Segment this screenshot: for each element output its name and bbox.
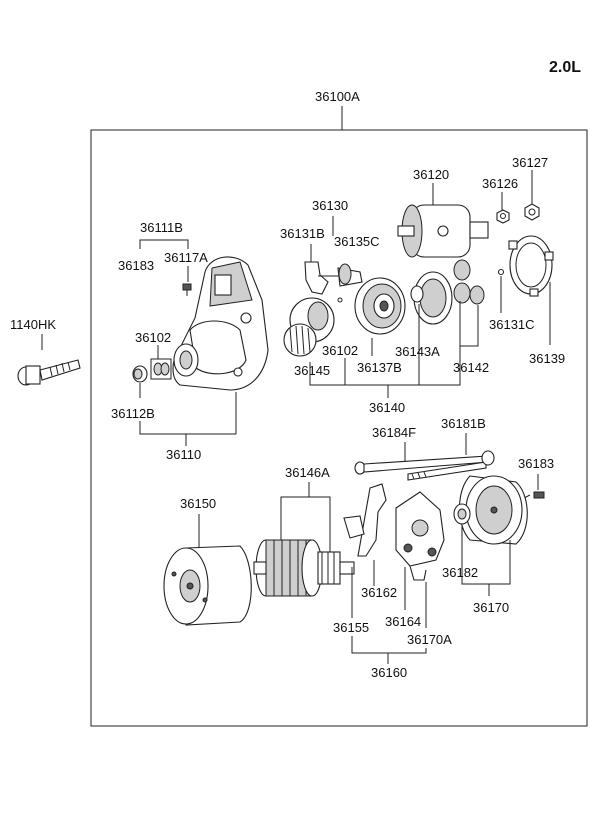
label-36184F: 36184F — [372, 425, 416, 440]
planet-gears-36142 — [453, 259, 485, 305]
label-36142: 36142 — [453, 360, 489, 375]
nut-36127 — [524, 203, 540, 221]
label-36150: 36150 — [180, 496, 216, 511]
label-36135C: 36135C — [334, 234, 380, 249]
label-36143A: 36143A — [395, 344, 440, 359]
label-36111B: 36111B — [140, 220, 183, 235]
pinion-36145 — [283, 297, 335, 357]
label-36170A: 36170A — [407, 632, 452, 647]
brush-holder-36160 — [343, 483, 445, 581]
label-36100A: 36100A — [315, 89, 360, 104]
engine-label: 2.0L — [549, 59, 581, 76]
leader-36142 — [459, 301, 479, 347]
label-36112B: 36112B — [111, 406, 155, 421]
shift-lever — [304, 261, 363, 295]
label-36181B: 36181B — [441, 416, 486, 431]
bracket-36140 — [309, 346, 461, 386]
label-36170: 36170 — [473, 600, 509, 615]
label-36117A: 36117A — [164, 250, 208, 265]
bushing-36102a — [150, 358, 172, 380]
yoke-36150 — [163, 545, 252, 626]
label-36182: 36182 — [442, 565, 478, 580]
bracket-36111B — [139, 239, 189, 249]
ring-36139 — [508, 235, 554, 297]
label-36120: 36120 — [413, 167, 449, 182]
label-36145: 36145 — [294, 363, 330, 378]
label-36139: 36139 — [529, 351, 565, 366]
internal-gear-36143A — [410, 271, 453, 325]
label-36140: 36140 — [369, 400, 405, 415]
label-36155: 36155 — [333, 620, 369, 635]
label-36183b: 36183 — [518, 456, 554, 471]
ball-36102b — [337, 297, 343, 303]
armature-36146A — [253, 539, 355, 597]
assembly-frame — [90, 129, 588, 727]
label-36137B: 36137B — [357, 360, 402, 375]
bracket-36110 — [139, 421, 236, 435]
label-36162: 36162 — [361, 585, 397, 600]
label-36131B: 36131B — [280, 226, 325, 241]
label-36130: 36130 — [312, 198, 348, 213]
planet-carrier-36137B — [354, 277, 406, 335]
label-36164: 36164 — [385, 614, 421, 629]
solenoid-switch — [397, 204, 489, 258]
nut-36126 — [496, 209, 510, 224]
front-housing-36110 — [172, 256, 269, 391]
screw-36183b — [523, 491, 545, 499]
label-1140HK: 1140HK — [10, 317, 56, 332]
bracket-36146A — [280, 496, 331, 580]
ring-36131C — [497, 268, 505, 276]
bolt-1140HK — [17, 359, 81, 386]
cap-36112B — [132, 365, 148, 383]
bracket-36170 — [461, 526, 511, 585]
label-36146A: 36146A — [285, 465, 330, 480]
screw-36183a — [182, 283, 192, 296]
label-36102b: 36102 — [322, 343, 358, 358]
label-36183a: 36183 — [118, 258, 154, 273]
label-36127: 36127 — [512, 155, 548, 170]
label-36110: 36110 — [166, 447, 201, 462]
bracket-36160 — [351, 636, 427, 654]
rear-cover-36170 — [453, 475, 528, 545]
label-36102a: 36102 — [135, 330, 171, 345]
label-36126: 36126 — [482, 176, 518, 191]
label-36160: 36160 — [371, 665, 407, 680]
label-36131C: 36131C — [489, 317, 535, 332]
through-bolt-36181B — [407, 450, 495, 481]
